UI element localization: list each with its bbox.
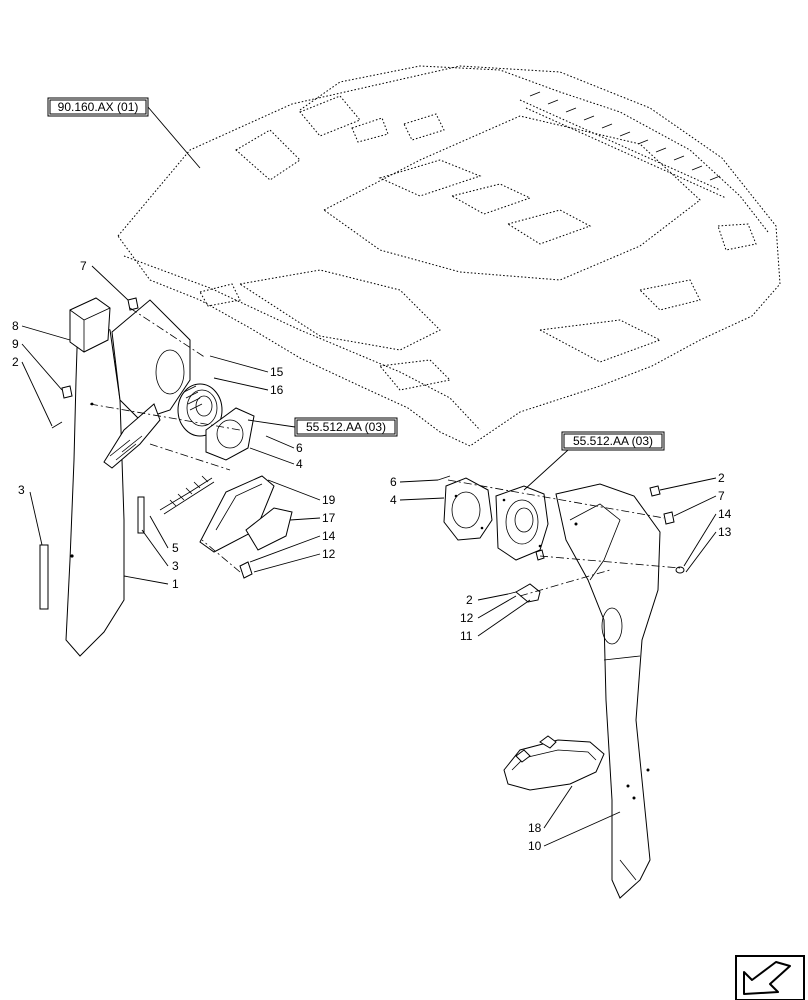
left-chain-lines bbox=[89, 307, 241, 573]
svg-text:12: 12 bbox=[322, 547, 336, 561]
callout-7-right: 7 bbox=[673, 489, 725, 517]
svg-text:90.160.AX (01): 90.160.AX (01) bbox=[58, 100, 139, 114]
svg-text:1: 1 bbox=[172, 577, 179, 591]
svg-text:3: 3 bbox=[18, 483, 25, 497]
clip-part-7-right bbox=[663, 511, 675, 525]
right-chain-lines bbox=[447, 479, 681, 597]
callout-4-right: 4 bbox=[390, 493, 445, 507]
svg-text:7: 7 bbox=[718, 489, 725, 503]
svg-text:4: 4 bbox=[390, 493, 397, 507]
callout-3-inner: 3 bbox=[141, 529, 179, 573]
strap-part-18 bbox=[503, 735, 605, 791]
callout-13: 13 bbox=[685, 525, 732, 573]
right-pillar-trim-part-10 bbox=[555, 483, 661, 899]
callout-2-right-top: 2 bbox=[659, 471, 725, 491]
svg-text:12: 12 bbox=[460, 611, 474, 625]
speaker-part-16-left bbox=[177, 383, 223, 437]
speaker-grille-part-4-left bbox=[205, 407, 255, 461]
speaker-right bbox=[495, 485, 549, 561]
callout-3-outer: 3 bbox=[18, 483, 43, 546]
callout-14-right: 14 bbox=[683, 507, 732, 567]
left-speaker-reference-box[interactable]: 55.512.AA (03) bbox=[247, 417, 398, 437]
callout-17: 17 bbox=[289, 511, 336, 525]
callout-14-left: 14 bbox=[249, 529, 336, 563]
svg-text:7: 7 bbox=[80, 259, 87, 273]
callout-2-right-bottom: 2 bbox=[466, 593, 509, 607]
callout-12-left: 12 bbox=[253, 547, 336, 573]
svg-text:14: 14 bbox=[718, 507, 732, 521]
screw-part-6-right bbox=[437, 475, 451, 481]
callout-6-left: 6 bbox=[265, 435, 303, 455]
callout-11: 11 bbox=[460, 599, 531, 643]
svg-text:55.512.AA (03): 55.512.AA (03) bbox=[306, 420, 386, 434]
clip-part-7-left bbox=[127, 297, 139, 311]
upper-pillar-speaker-housing bbox=[103, 299, 191, 469]
left-callouts: 7 8 9 2 3 15 16 6 4 19 17 5 3 14 12 1 bbox=[12, 259, 336, 591]
svg-text:6: 6 bbox=[390, 475, 397, 489]
callout-9: 9 bbox=[12, 337, 63, 391]
svg-text:9: 9 bbox=[12, 337, 19, 351]
svg-text:2: 2 bbox=[718, 471, 725, 485]
svg-text:2: 2 bbox=[466, 593, 473, 607]
right-speaker-reference-box[interactable]: 55.512.AA (03) bbox=[523, 431, 665, 491]
svg-text:15: 15 bbox=[270, 365, 284, 379]
svg-text:17: 17 bbox=[322, 511, 336, 525]
left-pillar-trim-part-1 bbox=[65, 317, 125, 657]
callout-2-left: 2 bbox=[12, 355, 53, 427]
svg-text:16: 16 bbox=[270, 383, 284, 397]
callout-7-left: 7 bbox=[80, 259, 129, 301]
screw-part-2-left bbox=[51, 385, 73, 429]
callout-5: 5 bbox=[149, 515, 179, 555]
svg-text:4: 4 bbox=[296, 457, 303, 471]
right-callouts: 6 4 2 7 14 13 2 12 11 18 10 bbox=[390, 471, 732, 853]
callout-19: 19 bbox=[267, 479, 336, 507]
svg-text:3: 3 bbox=[172, 559, 179, 573]
callout-16: 16 bbox=[213, 377, 284, 397]
next-page-arrow-icon[interactable] bbox=[735, 955, 805, 1000]
windscreen-edge-hatching bbox=[529, 91, 721, 181]
svg-text:13: 13 bbox=[718, 525, 732, 539]
headliner-ghost-outline bbox=[117, 65, 781, 447]
speaker-grille-part-4-right bbox=[443, 477, 493, 541]
bracket-part-19 bbox=[199, 475, 275, 553]
foam-block-part-8 bbox=[69, 297, 111, 353]
fastener-part-12-left bbox=[239, 561, 253, 579]
screw-part-2-right bbox=[535, 485, 661, 561]
svg-text:10: 10 bbox=[528, 839, 542, 853]
callout-18: 18 bbox=[528, 785, 573, 835]
svg-text:55.512.AA (03): 55.512.AA (03) bbox=[573, 434, 653, 448]
callout-15: 15 bbox=[209, 355, 284, 379]
pad-part-17 bbox=[245, 507, 293, 551]
svg-text:14: 14 bbox=[322, 529, 336, 543]
bracket-part-11 bbox=[507, 583, 541, 603]
svg-text:2: 2 bbox=[12, 355, 19, 369]
svg-text:11: 11 bbox=[460, 629, 473, 643]
svg-text:18: 18 bbox=[528, 821, 542, 835]
callout-10: 10 bbox=[528, 811, 621, 853]
svg-text:5: 5 bbox=[172, 541, 179, 555]
callout-4-left: 4 bbox=[249, 447, 303, 471]
svg-text:19: 19 bbox=[322, 493, 336, 507]
svg-text:6: 6 bbox=[296, 441, 303, 455]
callout-6-right: 6 bbox=[390, 475, 439, 489]
callout-12-right: 12 bbox=[460, 595, 517, 625]
strip-part-3-left bbox=[39, 496, 145, 610]
nut-part-13 bbox=[675, 566, 685, 574]
wiring-part-5 bbox=[159, 475, 215, 515]
callout-1: 1 bbox=[123, 575, 179, 591]
callout-8: 8 bbox=[12, 319, 71, 341]
svg-text:8: 8 bbox=[12, 319, 19, 333]
headliner-reference-box[interactable]: 90.160.AX (01) bbox=[47, 97, 201, 169]
